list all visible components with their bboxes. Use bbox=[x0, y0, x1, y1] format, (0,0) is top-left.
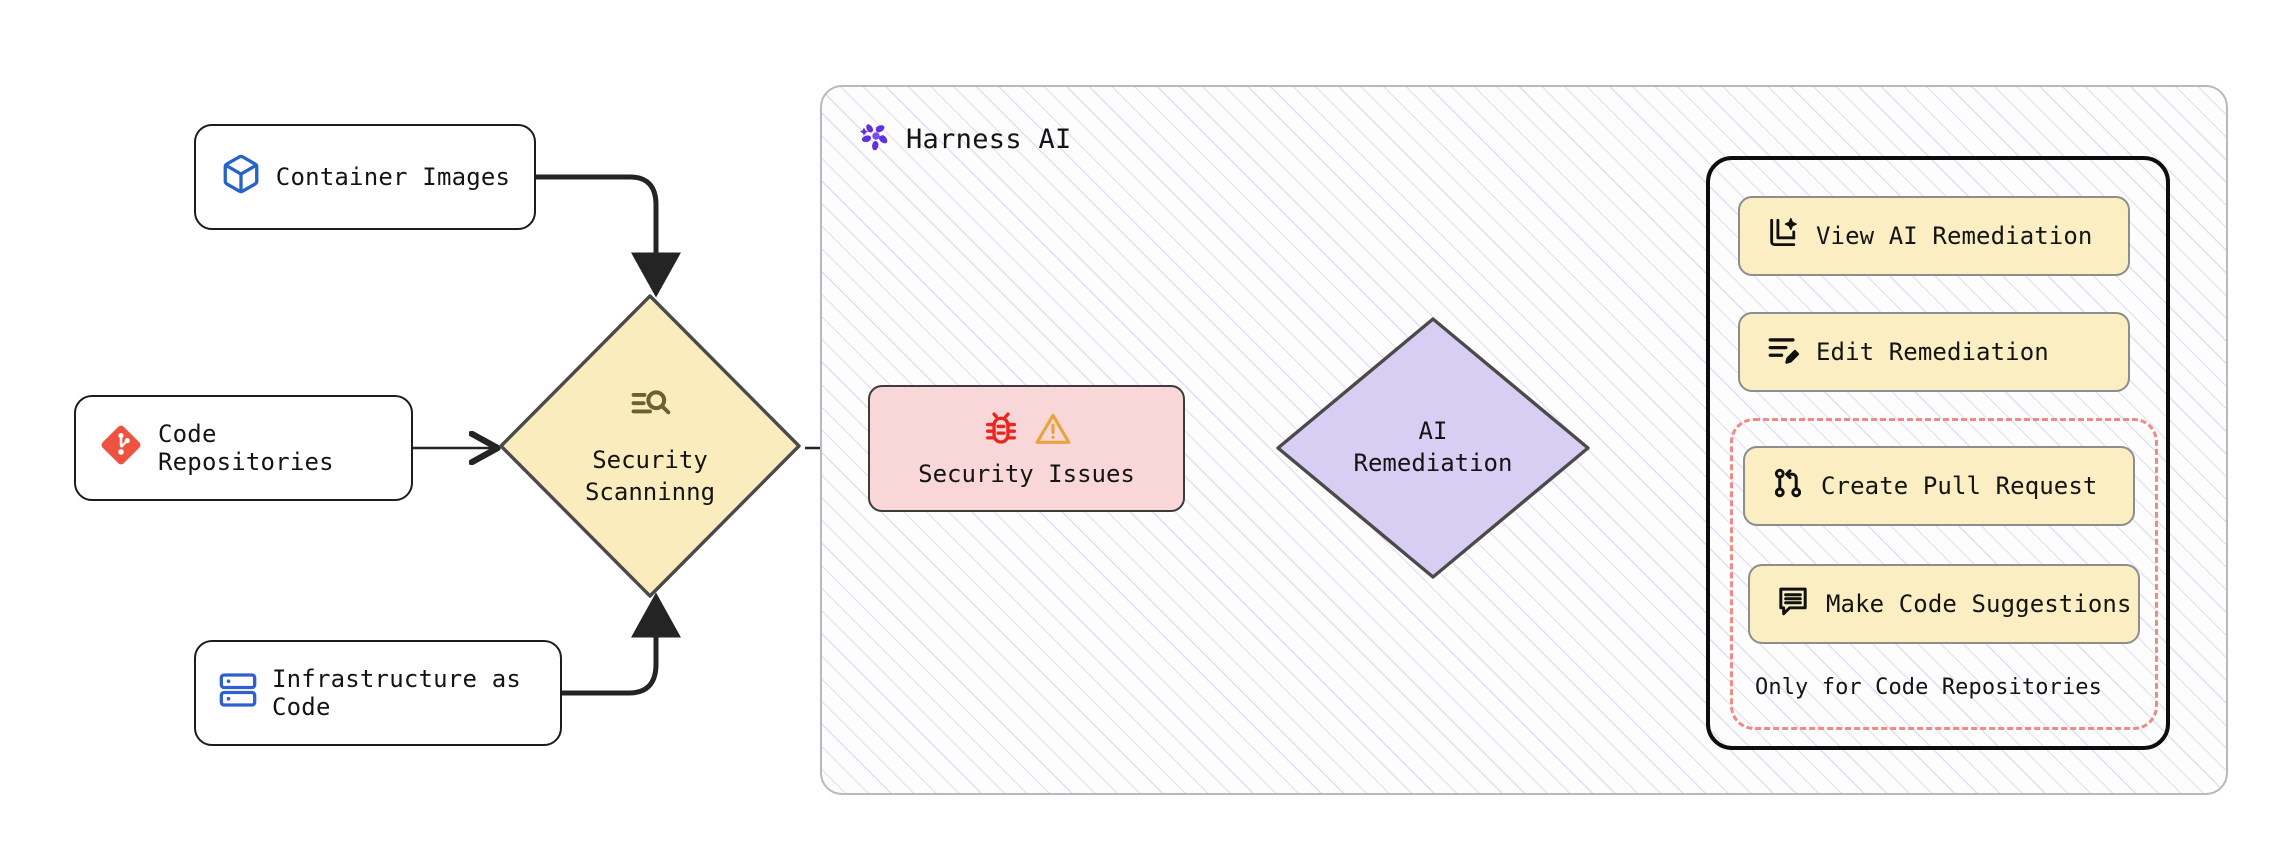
button-label: Create Pull Request bbox=[1821, 472, 2098, 500]
node-label: Security Issues bbox=[918, 459, 1135, 488]
harness-ai-logo-icon bbox=[858, 118, 894, 161]
security-issue-icons bbox=[982, 410, 1072, 454]
button-view-ai-remediation[interactable]: View AI Remediation bbox=[1738, 196, 2130, 276]
cube-icon bbox=[220, 153, 262, 201]
node-label: AI Remediation bbox=[1353, 417, 1513, 477]
button-label: Edit Remediation bbox=[1816, 338, 2049, 366]
node-code-repositories[interactable]: Code Repositories bbox=[74, 395, 413, 501]
button-create-pull-request[interactable]: Create Pull Request bbox=[1743, 446, 2135, 526]
server-icon bbox=[218, 670, 258, 716]
scan-search-icon bbox=[628, 383, 672, 431]
button-label: View AI Remediation bbox=[1816, 222, 2093, 250]
node-security-scanning[interactable]: Security Scanninng bbox=[495, 290, 805, 602]
git-icon bbox=[98, 422, 144, 474]
bug-icon bbox=[982, 410, 1020, 454]
pull-request-icon bbox=[1771, 466, 1805, 506]
node-label: Security Scanninng bbox=[584, 446, 716, 506]
node-container-images[interactable]: Container Images bbox=[194, 124, 536, 230]
remediation-actions-panel bbox=[1706, 156, 2170, 750]
node-security-issues[interactable]: Security Issues bbox=[868, 385, 1185, 512]
comment-lines-icon bbox=[1776, 584, 1810, 624]
node-infrastructure-as-code[interactable]: Infrastructure as Code bbox=[194, 640, 562, 746]
node-label: Code Repositories bbox=[158, 420, 334, 476]
diamond-shape bbox=[1276, 317, 1590, 579]
node-label: Infrastructure as Code bbox=[272, 665, 522, 721]
button-make-code-suggestions[interactable]: Make Code Suggestions bbox=[1748, 564, 2140, 644]
edit-lines-pencil-icon bbox=[1766, 332, 1800, 372]
panel-note-code-repositories-only: Only for Code Repositories bbox=[1755, 675, 2102, 700]
harness-ai-title: Harness AI bbox=[858, 118, 1072, 161]
warning-triangle-icon bbox=[1034, 410, 1072, 454]
button-edit-remediation[interactable]: Edit Remediation bbox=[1738, 312, 2130, 392]
code-repositories-only-region bbox=[1730, 418, 2158, 730]
button-label: Make Code Suggestions bbox=[1826, 590, 2132, 618]
harness-ai-title-label: Harness AI bbox=[906, 124, 1072, 155]
ai-sparkle-doc-icon bbox=[1766, 216, 1800, 256]
node-ai-remediation[interactable]: AI Remediation bbox=[1272, 313, 1594, 583]
node-label: Container Images bbox=[275, 163, 511, 191]
diamond-shape bbox=[499, 294, 801, 598]
